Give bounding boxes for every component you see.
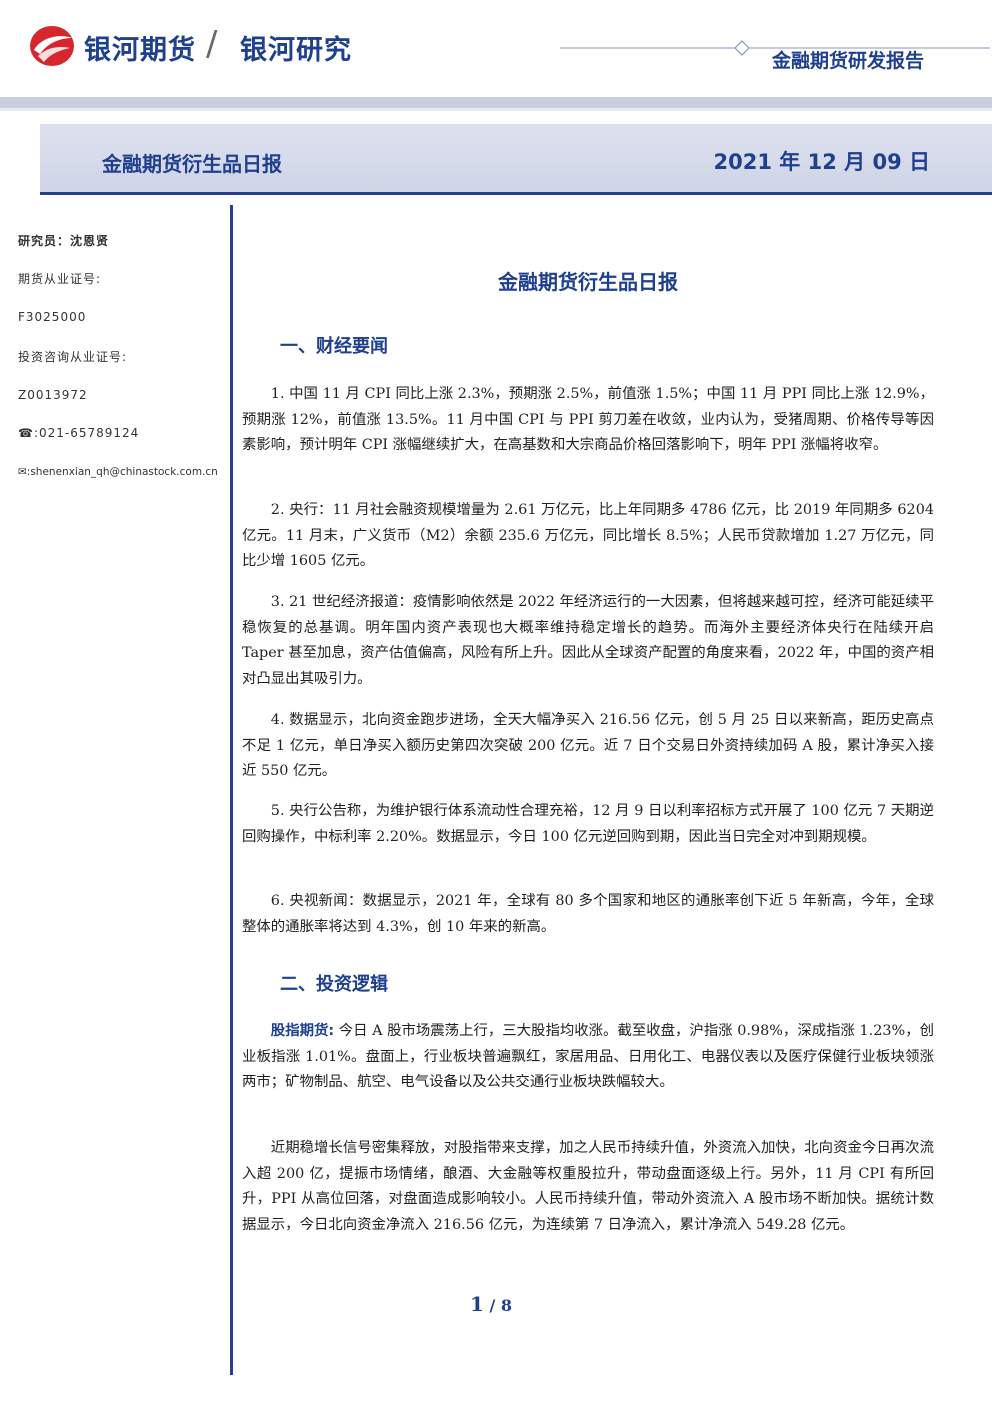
news-item-4: 4. 数据显示，北向资金跑步进场，全天大幅净买入 216.56 亿元，创 5 月… bbox=[242, 712, 934, 780]
page-current: 1 bbox=[470, 1292, 484, 1316]
logic-lead-label: 股指期货: bbox=[270, 1023, 335, 1039]
document-title: 金融期货衍生品日报 bbox=[498, 270, 678, 294]
license-number: F3025000 bbox=[18, 310, 87, 324]
page-indicator: 1 / 8 bbox=[470, 1292, 512, 1316]
brand-header: 银河期货 / 银河研究 金融期货研发报告 bbox=[0, 0, 992, 100]
header-band bbox=[0, 97, 992, 108]
news-item-3: 3. 21 世纪经济报道：疫情影响依然是 2022 年经济运行的一大因素，但将越… bbox=[242, 594, 934, 688]
report-title-left: 金融期货衍生品日报 bbox=[102, 152, 282, 176]
report-title-bar: 金融期货衍生品日报 2021 年 12 月 09 日 bbox=[40, 124, 992, 195]
news-item-1: 1. 中国 11 月 CPI 同比上涨 2.3%，预期涨 2.5%，前值涨 1.… bbox=[242, 386, 934, 454]
consult-number: Z0013972 bbox=[18, 388, 88, 402]
phone-number: ☎:021-65789124 bbox=[18, 426, 140, 440]
logic-paragraph-1: 股指期货: 今日 A 股市场震荡上行，三大股指均收涨。截至收盘，沪指涨 0.98… bbox=[242, 1019, 934, 1096]
galaxy-logo-icon bbox=[30, 26, 74, 66]
email-link[interactable]: ✉:shenenxian_qh@chinastock.com.cn bbox=[18, 466, 218, 478]
page-separator: / bbox=[489, 1296, 496, 1315]
section-heading-logic: 二、投资逻辑 bbox=[280, 974, 388, 995]
page-total: 8 bbox=[500, 1296, 513, 1315]
section-heading-news: 一、财经要闻 bbox=[280, 336, 388, 357]
researcher-name: 研究员：沈恩贤 bbox=[18, 234, 110, 248]
license-label: 期货从业证号: bbox=[18, 272, 102, 286]
logic-text-1: 今日 A 股市场震荡上行，三大股指均收涨。截至收盘，沪指涨 0.98%，深成指涨… bbox=[242, 1023, 934, 1091]
consult-label: 投资咨询从业证号: bbox=[18, 350, 128, 364]
report-type-label: 金融期货研发报告 bbox=[771, 50, 924, 72]
header-band-light bbox=[0, 108, 992, 111]
logic-paragraph-2: 近期稳增长信号密集释放，对股指带来支撑，加之人民币持续升值，外资流入加快，北向资… bbox=[242, 1140, 934, 1234]
brand-separator: / bbox=[206, 24, 218, 64]
report-date: 2021 年 12 月 09 日 bbox=[713, 150, 930, 174]
news-item-2: 2. 央行：11 月社会融资规模增量为 2.61 万亿元，比上年同期多 4786… bbox=[242, 502, 934, 570]
brand-subtitle: 银河研究 bbox=[240, 35, 352, 66]
brand-name: 银河期货 bbox=[84, 35, 196, 66]
news-item-6: 6. 央视新闻：数据显示，2021 年，全球有 80 多个国家和地区的通胀率创下… bbox=[242, 893, 934, 935]
sidebar-divider bbox=[230, 205, 233, 1375]
header-decoration bbox=[560, 40, 990, 56]
news-item-5: 5. 央行公告称，为维护银行体系流动性合理充裕，12 月 9 日以利率招标方式开… bbox=[242, 803, 934, 845]
